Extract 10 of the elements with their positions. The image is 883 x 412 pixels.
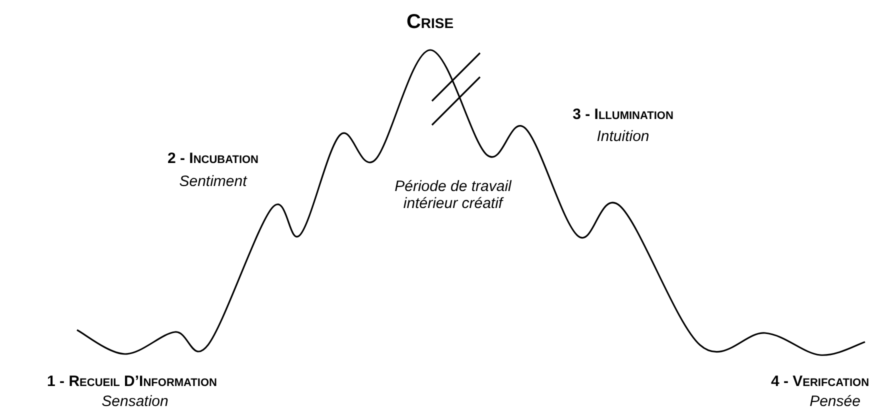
annotation-text: Période de travail intérieur créatif: [394, 178, 513, 212]
stage-heading: 2 - Incubation: [167, 150, 259, 168]
stage-subtitle: Sensation: [102, 393, 168, 410]
stage-subtitle: Pensée: [810, 393, 860, 410]
stage-subtitle: Intuition: [596, 128, 650, 146]
stage-subtitle: Sentiment: [179, 173, 247, 190]
stage-heading: 1 - Recueil D’Information: [47, 373, 217, 390]
peak-title: Crise: [405, 12, 455, 32]
stage-heading: 3 - Illumination: [572, 106, 674, 124]
stage-heading: 4 - Verifcation: [770, 373, 870, 390]
